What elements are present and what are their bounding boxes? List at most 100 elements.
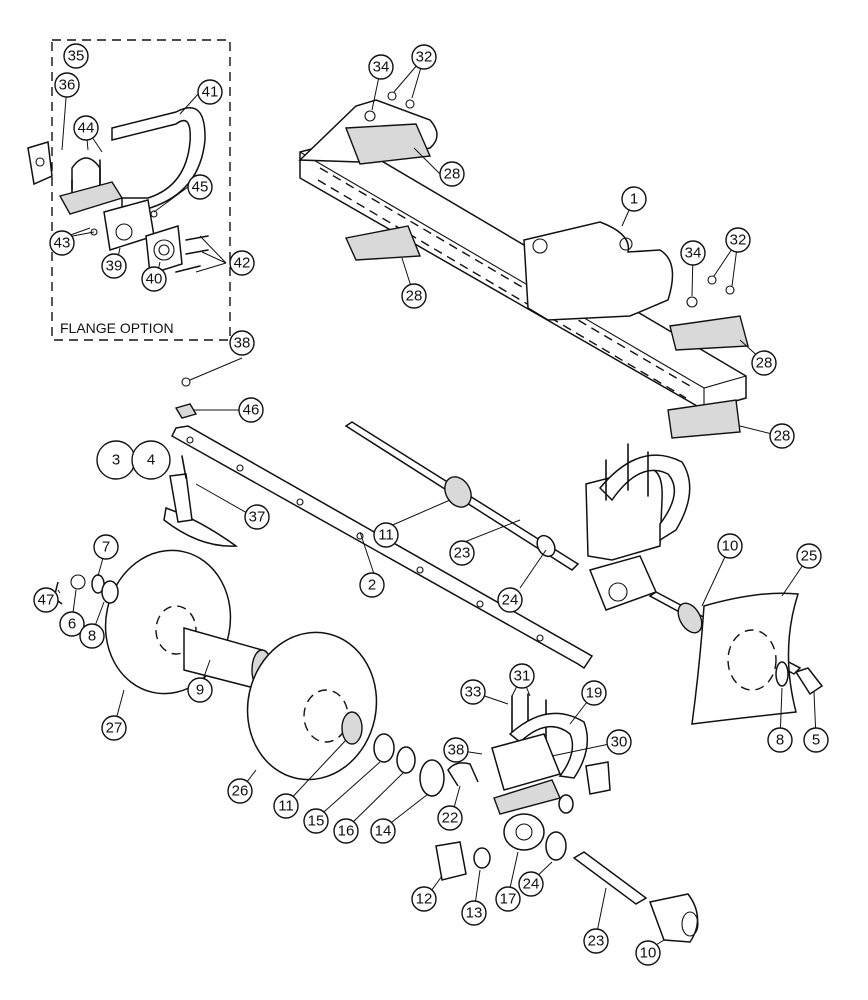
callout-22: 22	[437, 805, 463, 831]
svg-text:4: 4	[147, 452, 155, 469]
callout-17: 17	[495, 886, 521, 912]
svg-text:13: 13	[466, 905, 483, 922]
nut-32b1	[707, 275, 717, 285]
callout-47: 47	[33, 587, 59, 613]
svg-text:36: 36	[59, 77, 76, 94]
callout-12: 12	[411, 886, 437, 912]
svg-text:23: 23	[588, 933, 605, 950]
svg-text:28: 28	[756, 355, 773, 372]
svg-text:28: 28	[406, 288, 423, 305]
callout-34-lower: 34	[680, 240, 706, 266]
mount-plate-1	[344, 123, 432, 165]
callout-14: 14	[370, 818, 396, 844]
mount-plate-2	[344, 225, 422, 261]
callout-43: 43	[49, 230, 75, 256]
callout-10-lower: 10	[635, 940, 661, 966]
disc-blade-27	[104, 549, 232, 695]
svg-text:46: 46	[243, 402, 260, 419]
svg-text:2: 2	[368, 577, 376, 594]
toolbar-frame	[298, 91, 749, 439]
callout-26: 26	[227, 778, 253, 804]
svg-text:32: 32	[730, 232, 747, 249]
bearing-14	[419, 759, 445, 797]
svg-text:39: 39	[106, 258, 123, 275]
svg-text:17: 17	[500, 891, 517, 908]
washer-16	[396, 746, 416, 774]
mount-plate-3	[669, 315, 749, 351]
callout-28-c: 28	[751, 350, 777, 376]
callout-40: 40	[141, 266, 167, 292]
clamp-right	[585, 761, 611, 795]
u-bolt-22	[447, 762, 479, 787]
callout-24-lower: 24	[518, 871, 544, 897]
nut-32b2	[725, 285, 735, 295]
ring-15	[373, 733, 395, 763]
callout-9: 9	[187, 677, 213, 703]
svg-text:11: 11	[278, 798, 294, 815]
callout-42: 42	[229, 250, 255, 276]
callout-11-lower: 11	[273, 793, 299, 819]
callout-37: 37	[244, 504, 270, 530]
svg-text:43: 43	[54, 235, 71, 252]
flange-bracket-plate	[27, 141, 53, 186]
callout-6: 6	[59, 611, 85, 637]
svg-text:47: 47	[38, 592, 55, 609]
callout-23-upper: 23	[449, 540, 475, 566]
callout-41: 41	[197, 79, 223, 105]
svg-text:8: 8	[776, 732, 784, 749]
callout-28-a: 28	[439, 161, 465, 187]
bumper-10-upper	[677, 602, 703, 634]
bearing-housing-17	[503, 813, 545, 851]
callout-32-upper: 32	[411, 44, 437, 70]
svg-text:9: 9	[196, 682, 204, 699]
shaft-assembly-upper	[344, 421, 824, 725]
svg-text:27: 27	[106, 720, 123, 737]
frame-tube	[299, 139, 747, 411]
svg-text:24: 24	[502, 592, 519, 609]
callout-3: 3	[96, 440, 136, 480]
svg-text:28: 28	[774, 428, 791, 445]
svg-text:3: 3	[112, 452, 120, 469]
callout-28-b: 28	[401, 283, 427, 309]
gang-shaft-23-lower	[572, 851, 648, 905]
svg-text:44: 44	[78, 120, 95, 137]
flange-option-inset: FLANGE OPTION	[27, 39, 231, 341]
small-washer	[558, 794, 574, 814]
svg-text:37: 37	[249, 509, 266, 526]
callout-15: 15	[303, 808, 329, 834]
svg-text:24: 24	[523, 876, 540, 893]
callout-25: 25	[796, 543, 822, 569]
nut-38-upper	[181, 377, 191, 387]
callout-46: 46	[238, 397, 264, 423]
svg-text:41: 41	[202, 84, 219, 101]
scraper-blade	[163, 506, 239, 547]
callout-16: 16	[333, 818, 359, 844]
callout-11-upper: 11	[373, 522, 399, 548]
callout-7: 7	[93, 534, 119, 560]
svg-text:31: 31	[514, 668, 531, 685]
spool-11-lower	[341, 711, 363, 745]
hanger-arm-upper	[598, 454, 691, 542]
svg-text:14: 14	[375, 823, 392, 840]
nut-32a1	[387, 91, 397, 101]
spacer-24-lower	[545, 831, 567, 861]
svg-text:28: 28	[444, 166, 461, 183]
flange-base-plate	[58, 181, 124, 215]
end-bolt-5	[794, 667, 824, 696]
svg-text:7: 7	[102, 539, 110, 556]
svg-text:42: 42	[234, 255, 251, 272]
disc-blade-25	[691, 592, 799, 725]
nut-32a2	[405, 99, 415, 109]
callout-10-upper: 10	[717, 533, 743, 559]
mount-plate-4	[667, 399, 741, 439]
callout-32-lower: 32	[725, 227, 751, 253]
callout-13: 13	[461, 900, 487, 926]
svg-text:34: 34	[373, 59, 390, 76]
svg-text:11: 11	[378, 527, 394, 544]
svg-text:23: 23	[454, 545, 471, 562]
svg-text:12: 12	[416, 891, 433, 908]
spool-11-upper	[444, 476, 472, 508]
callout-45: 45	[187, 174, 213, 200]
callout-35: 35	[63, 43, 89, 69]
